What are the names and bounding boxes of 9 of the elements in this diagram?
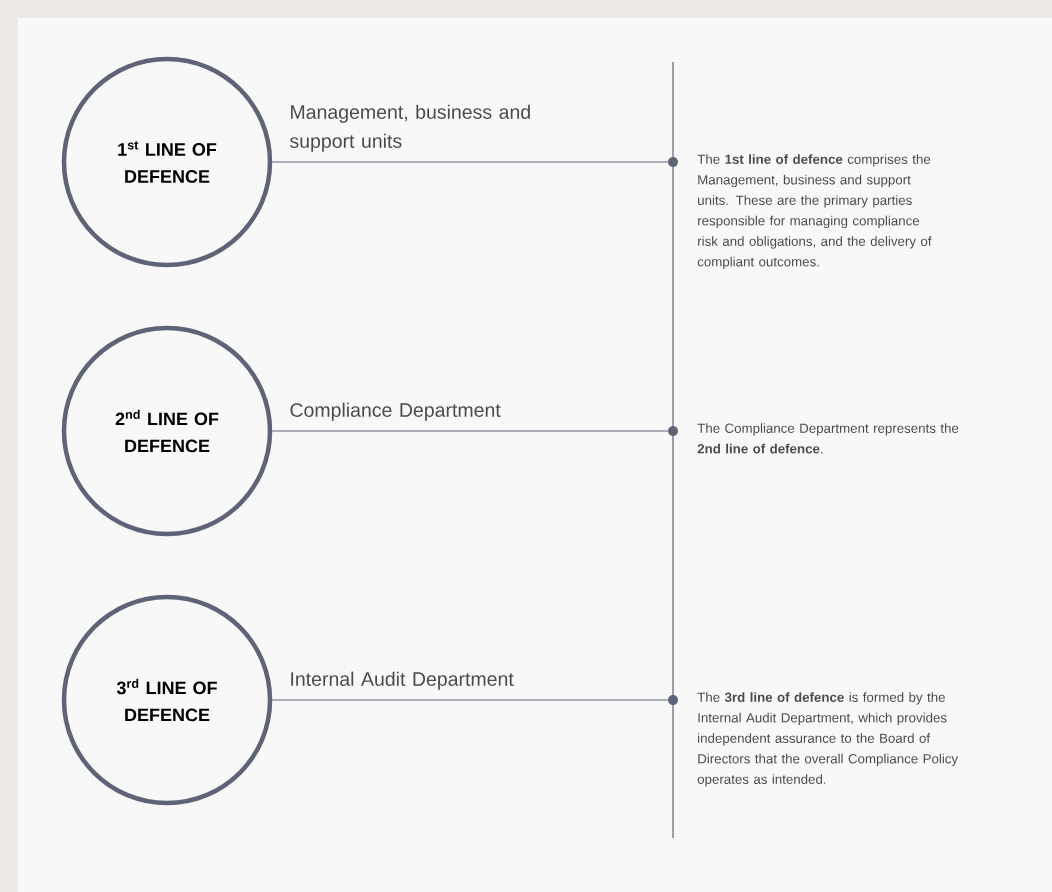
connector-line bbox=[271, 430, 669, 432]
description-text: The 3rd line of defence is formed by the Internal Audit Department, which provides independent assurance to the Board of Directors that the overall Compliance Policy operates as intended. bbox=[697, 692, 959, 787]
edge-label: Management, business and support units bbox=[290, 104, 530, 152]
edge-label: Compliance Department bbox=[290, 402, 501, 421]
connector-line bbox=[271, 161, 669, 163]
description-text: The Compliance Department represents the 2nd line of defence. bbox=[697, 423, 959, 454]
connector-line bbox=[271, 699, 669, 701]
edge-label: Internal Audit Department bbox=[291, 671, 514, 690]
description-text: The 1st line of defence comprises the Management, business and support units. These are the primary parties responsible for managing compliance risk and obligations, and the delivery of compliant outcomes. bbox=[697, 154, 932, 270]
